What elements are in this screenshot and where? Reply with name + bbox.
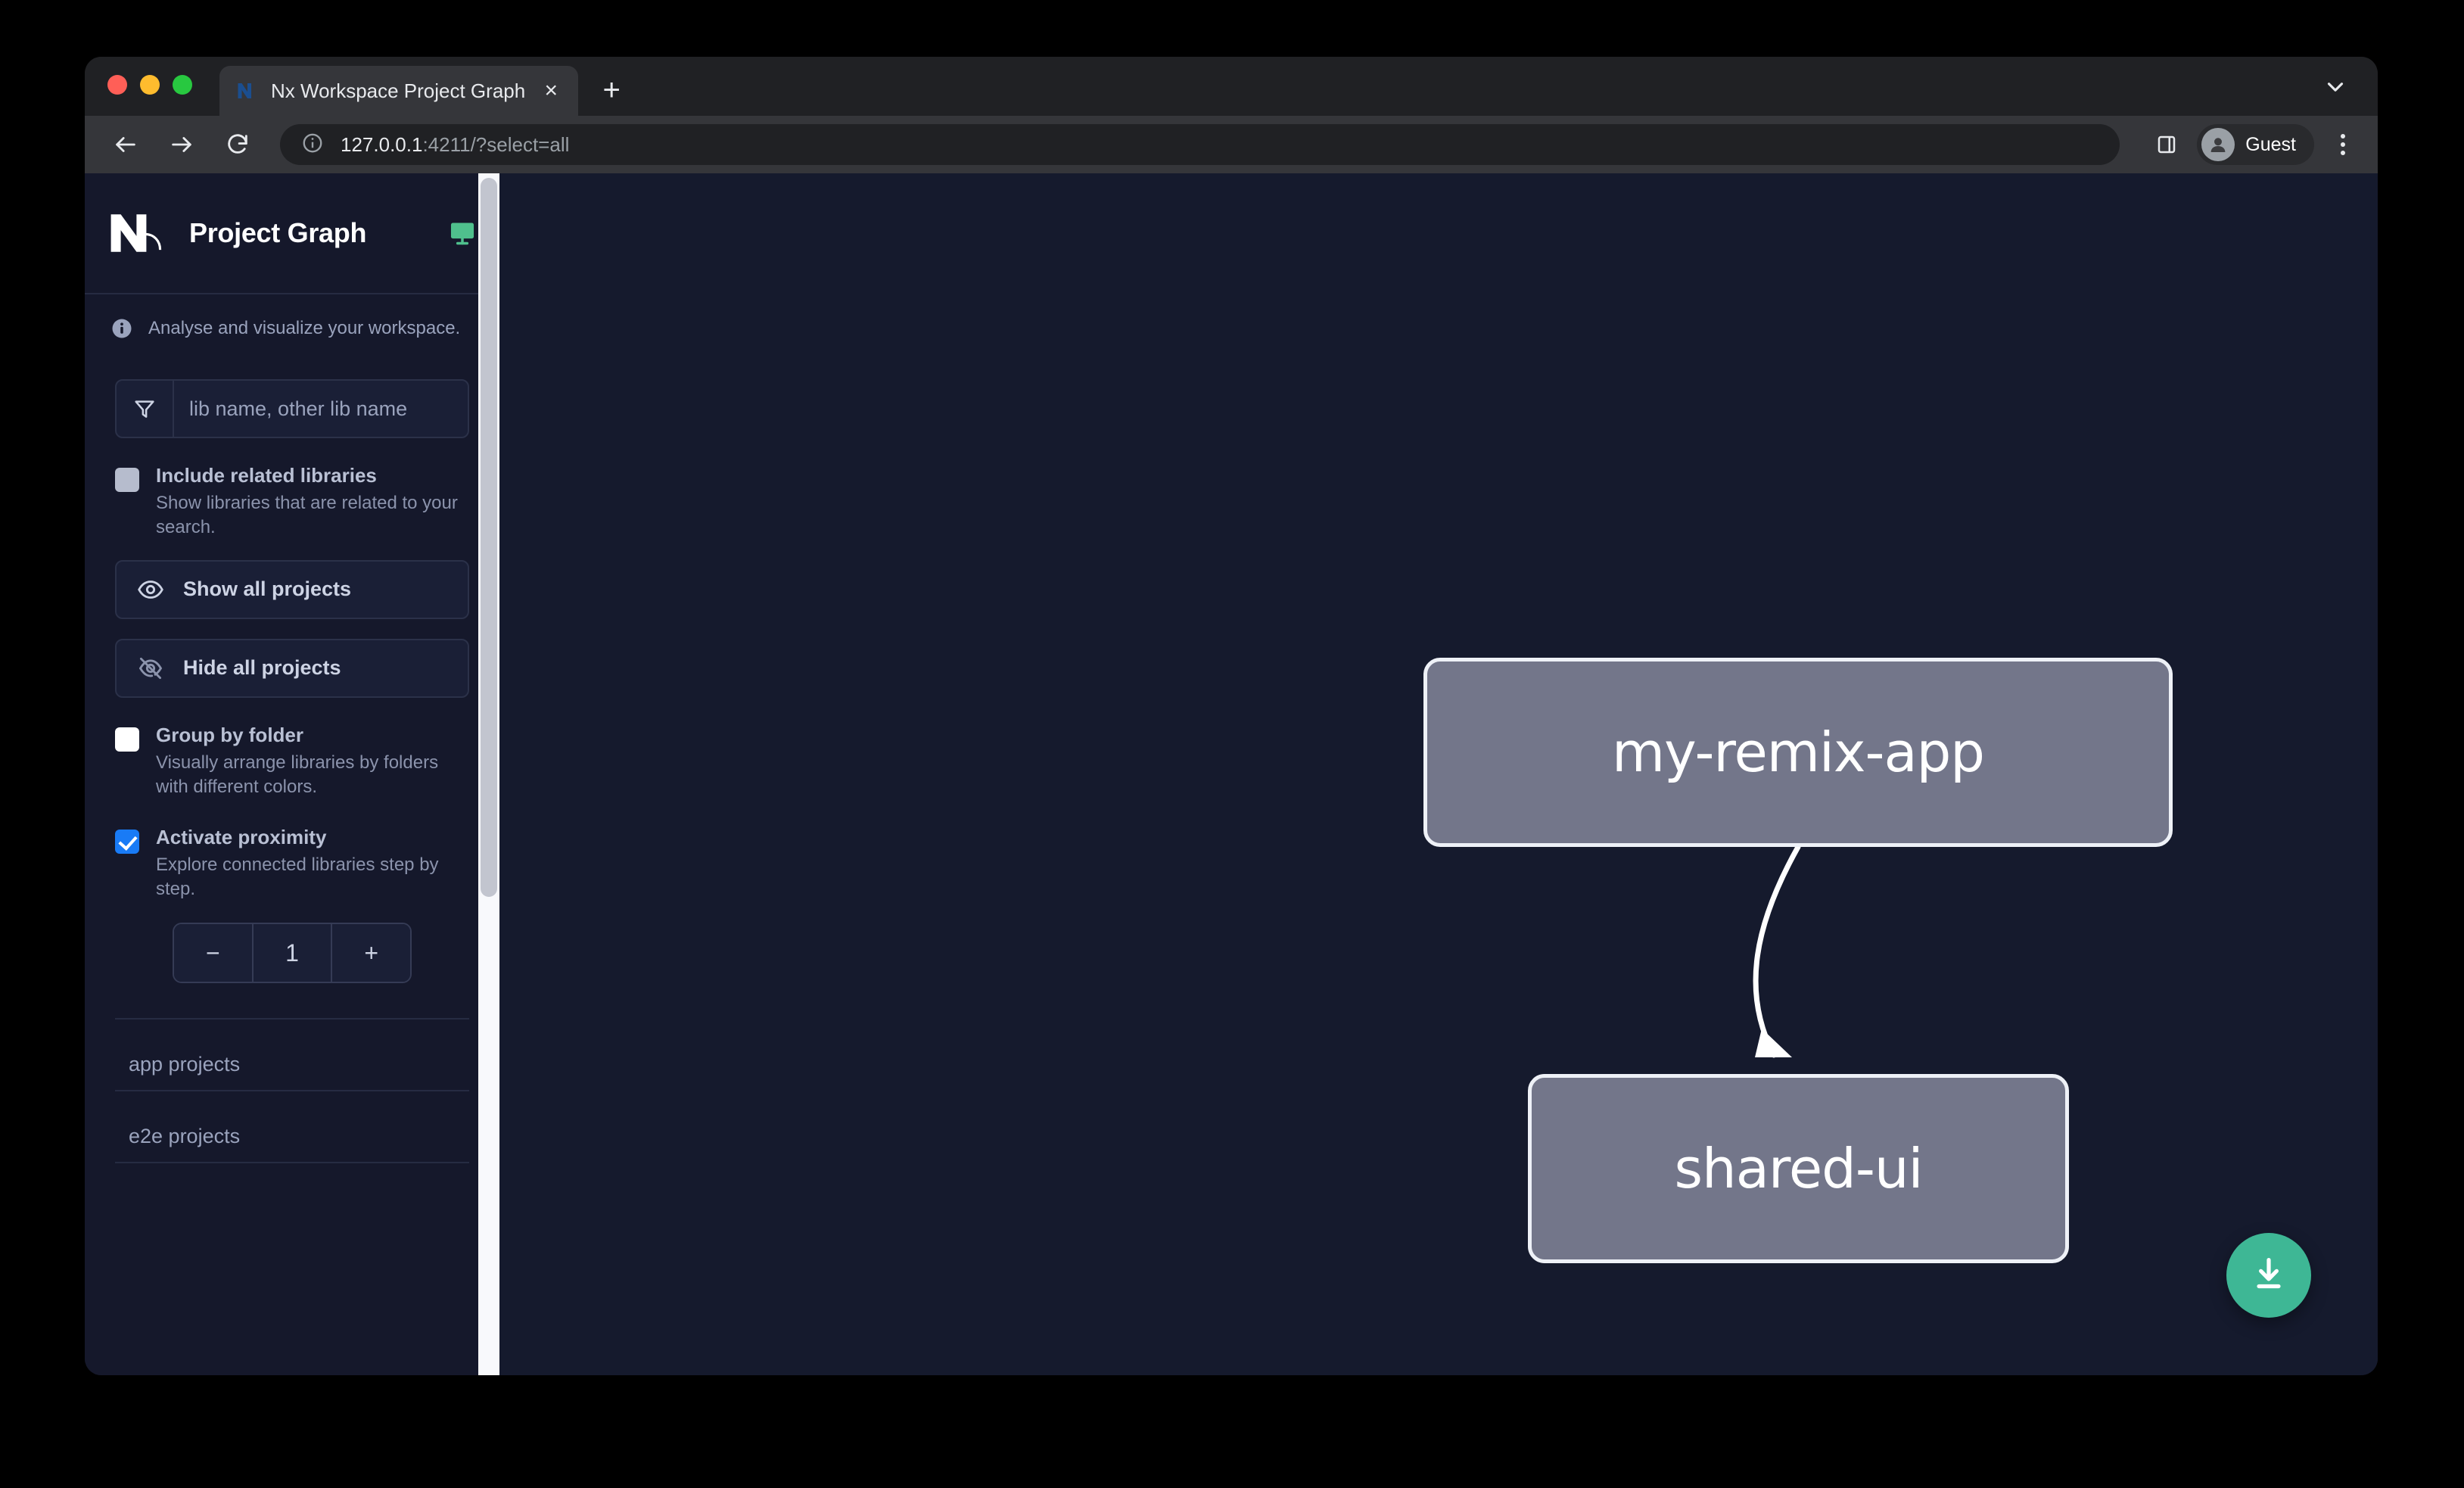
sidebar-divider [115, 1018, 469, 1020]
search-input[interactable] [174, 381, 468, 437]
sidebar-header: Project Graph [85, 173, 499, 294]
filter-box[interactable] [115, 379, 469, 438]
window-traffic-lights [107, 57, 192, 116]
eye-off-icon [136, 654, 165, 683]
site-info-icon[interactable] [301, 132, 324, 158]
filter-funnel-icon [117, 381, 174, 437]
option-label: Activate proximity [156, 825, 327, 848]
option-include-related-libraries[interactable]: Include related libraries Show libraries… [115, 464, 469, 540]
graph-node-label: shared-ui [1674, 1137, 1924, 1200]
option-label: Include related libraries [156, 464, 377, 487]
stepper-increment-button[interactable]: + [331, 924, 410, 982]
sidebar-scrollbar[interactable] [478, 173, 499, 1375]
tagline-row: Analyse and visualize your workspace. [85, 294, 499, 360]
browser-window: Nx Workspace Project Graph × + [85, 57, 2378, 1375]
project-graph-canvas[interactable]: my-remix-app shared-ui [499, 173, 2378, 1375]
back-arrow-icon[interactable] [107, 126, 144, 163]
option-activate-proximity[interactable]: Activate proximity Explore connected lib… [115, 826, 469, 902]
graph-edges-layer [1753, 844, 1801, 1058]
graph-node-shared-ui[interactable]: shared-ui [1528, 1074, 2069, 1263]
checkbox-include-related-libraries[interactable] [115, 468, 139, 492]
graph-node-my-remix-app[interactable]: my-remix-app [1423, 658, 2173, 847]
nx-favicon-icon [236, 79, 259, 102]
browser-toolbar: 127.0.0.1:4211/?select=all Guest [85, 116, 2378, 173]
sidebar-controls: Include related libraries Show libraries… [85, 360, 499, 1020]
graph-node-label: my-remix-app [1611, 721, 1985, 784]
info-circle-icon [110, 317, 133, 340]
sidebar: Project Graph Analyse and visual [85, 173, 499, 1375]
address-bar-url: 127.0.0.1:4211/?select=all [341, 133, 569, 157]
close-window-button[interactable] [107, 75, 127, 95]
tab-strip: Nx Workspace Project Graph × + [85, 57, 2378, 116]
option-group-by-folder[interactable]: Group by folder Visually arrange librari… [115, 724, 469, 800]
hide-all-projects-label: Hide all projects [183, 656, 341, 680]
project-group-list: app projects e2e projects [85, 1019, 499, 1164]
page-title: Project Graph [189, 217, 367, 248]
download-icon [2249, 1254, 2288, 1297]
group-header-app-projects[interactable]: app projects [115, 1019, 469, 1092]
chevron-down-icon[interactable] [2320, 72, 2350, 102]
new-tab-button[interactable]: + [602, 73, 621, 107]
maximize-window-button[interactable] [173, 75, 192, 95]
option-description: Explore connected libraries step by step… [156, 854, 439, 899]
address-bar[interactable]: 127.0.0.1:4211/?select=all [280, 124, 2120, 165]
checkbox-activate-proximity[interactable] [115, 829, 139, 854]
eye-icon [136, 575, 165, 604]
tagline-text: Analyse and visualize your workspace. [148, 318, 461, 338]
close-tab-button[interactable]: × [544, 78, 558, 103]
stepper-decrement-button[interactable]: − [174, 924, 252, 982]
sidebar-scrollbar-thumb[interactable] [481, 178, 497, 897]
option-label: Group by folder [156, 723, 303, 746]
profile-chip[interactable]: Guest [2197, 124, 2314, 165]
proximity-stepper: − 1 + [173, 923, 412, 984]
tab-title: Nx Workspace Project Graph [271, 79, 526, 102]
stepper-value: 1 [251, 924, 331, 982]
address-bar-host: 127.0.0.1 [341, 132, 423, 156]
option-description: Visually arrange libraries by folders wi… [156, 752, 439, 798]
address-bar-path: :4211/?select=all [422, 132, 570, 156]
page-viewport: Project Graph Analyse and visual [85, 173, 2378, 1375]
profile-name: Guest [2245, 133, 2296, 155]
browser-tab[interactable]: Nx Workspace Project Graph × [219, 66, 579, 116]
option-description: Show libraries that are related to your … [156, 493, 458, 538]
monitor-icon[interactable] [448, 219, 477, 247]
minimize-window-button[interactable] [140, 75, 160, 95]
checkbox-group-by-folder[interactable] [115, 727, 139, 752]
hide-all-projects-button[interactable]: Hide all projects [115, 638, 469, 698]
toolbar-right-group: Guest [2150, 124, 2358, 165]
nx-logo-icon [109, 212, 168, 254]
show-all-projects-label: Show all projects [183, 577, 352, 601]
edge-my-remix-app-to-shared-ui [1753, 844, 1801, 1058]
download-graph-button[interactable] [2226, 1233, 2311, 1318]
side-panel-icon[interactable] [2150, 128, 2183, 161]
show-all-projects-button[interactable]: Show all projects [115, 559, 469, 619]
avatar [2201, 128, 2235, 161]
forward-arrow-icon[interactable] [163, 126, 200, 163]
reload-icon[interactable] [219, 126, 256, 163]
group-header-e2e-projects[interactable]: e2e projects [115, 1091, 469, 1164]
kebab-menu-icon[interactable] [2328, 127, 2358, 162]
